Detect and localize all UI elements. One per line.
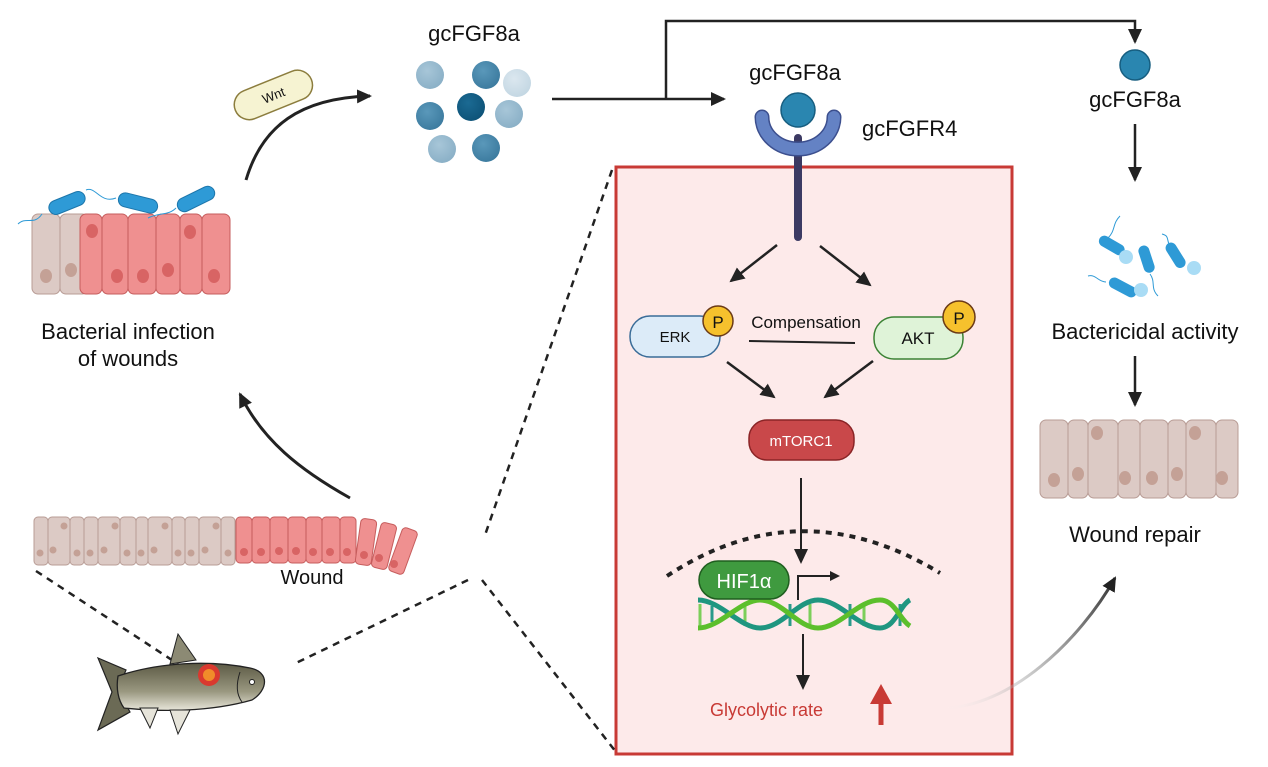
nuclear-envelope	[665, 529, 942, 578]
compensation-line	[748, 340, 856, 344]
right-ligand-label: gcFGF8a	[1089, 87, 1181, 112]
arrow-erk-to-mtorc1	[726, 360, 776, 399]
infection-label-line2: of wounds	[78, 346, 178, 371]
bactericidal-label: Bactericidal activity	[1051, 319, 1238, 344]
fish-icon	[96, 632, 266, 736]
mtorc1-label: mTORC1	[769, 433, 832, 450]
erk-label: ERK	[660, 329, 691, 346]
wound-repair-label: Wound repair	[1069, 522, 1201, 547]
phospho-label-erk: P	[712, 313, 723, 332]
hif1a-label: HIF1α	[717, 571, 772, 593]
glycolytic-label: Glycolytic rate	[710, 700, 823, 720]
arrow-to-akt	[819, 245, 872, 287]
transcription-start-icon	[797, 571, 840, 600]
hif1a-node: HIF1α	[698, 560, 790, 600]
zoom-lines	[35, 169, 617, 753]
bound-ligand-icon	[780, 92, 816, 128]
free-ligand-icon	[1119, 49, 1151, 81]
killed-bacteria-icon	[1087, 215, 1201, 298]
compensation-label: Compensation	[751, 313, 861, 332]
phospho-badge-akt	[942, 300, 976, 334]
wound-label: Wound	[280, 567, 343, 589]
receptor-label: gcFGFR4	[862, 116, 957, 141]
phospho-badge-erk	[702, 305, 734, 337]
arrow-to-erk	[729, 244, 778, 283]
arrow-akt-to-mtorc1	[823, 360, 874, 399]
wounded-epithelium	[33, 516, 418, 575]
increase-arrow-icon	[870, 684, 892, 725]
arrow-infection-to-fgf8a	[244, 89, 372, 181]
ligand-cluster-label: gcFGF8a	[428, 21, 520, 46]
receptor-icon	[754, 109, 842, 241]
phospho-label-akt: P	[953, 309, 964, 328]
bacteria-icon	[17, 185, 216, 225]
wnt-badge: Wnt	[233, 69, 314, 121]
repaired-epithelium	[1039, 419, 1239, 499]
arrow-wound-to-infection	[238, 392, 351, 500]
arrow-to-free-ligand	[664, 19, 1142, 99]
infected-epithelium	[17, 185, 231, 295]
infection-label-line1: Bacterial infection	[41, 319, 215, 344]
erk-node: ERK P	[629, 305, 734, 358]
arrow-to-wound-repair	[941, 576, 1117, 710]
akt-node: AKT P	[873, 300, 976, 360]
ligand-bound-label: gcFGF8a	[749, 60, 841, 85]
dna-icon	[697, 597, 912, 631]
ligand-cluster-icon	[416, 61, 531, 163]
akt-label: AKT	[901, 329, 934, 348]
mtorc1-node: mTORC1	[748, 419, 855, 461]
